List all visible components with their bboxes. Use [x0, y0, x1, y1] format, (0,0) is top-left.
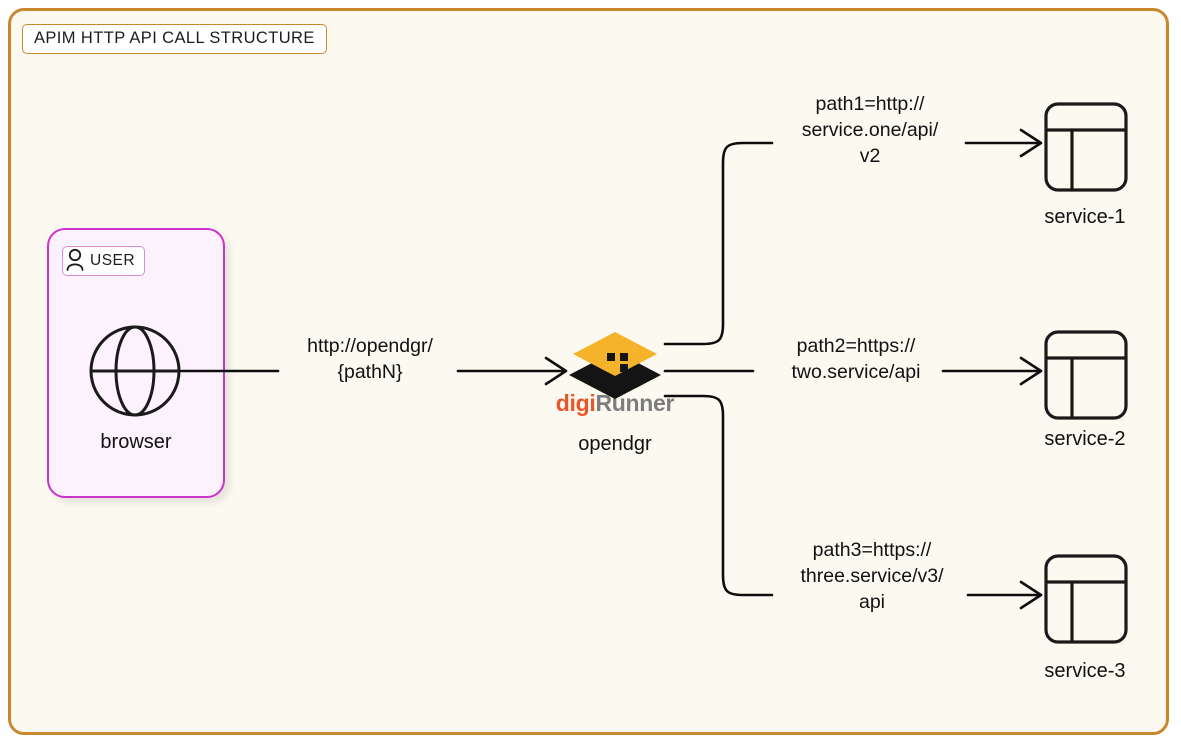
edge-label-opendgr-service-1: path1=http:// service.one/api/ v2	[801, 93, 939, 167]
digirunner-wordmark-runner: Runner	[595, 390, 675, 416]
edge-label-opendgr-service-2: path2=https:// two.service/api	[791, 335, 921, 383]
service-3-caption: service-3	[1044, 660, 1126, 682]
user-group-badge: USER	[62, 246, 146, 276]
opendgr-caption: opendgr	[578, 433, 652, 455]
diagram-title-badge: APIM HTTP API CALL STRUCTURE	[22, 24, 327, 54]
digirunner-wordmark-digi: digi	[555, 390, 596, 416]
user-group-badge-label: USER	[90, 252, 136, 269]
digirunner-wordmark: digiRunner	[525, 392, 705, 415]
browser-caption: browser	[100, 431, 172, 453]
edge-label-opendgr-service-3: path3=https:// three.service/v3/ api	[800, 539, 944, 613]
service-2-caption: service-2	[1044, 428, 1126, 450]
edge-label-browser-opendgr: http://opendgr/ {pathN}	[307, 335, 433, 383]
service-1-caption: service-1	[1044, 206, 1126, 228]
